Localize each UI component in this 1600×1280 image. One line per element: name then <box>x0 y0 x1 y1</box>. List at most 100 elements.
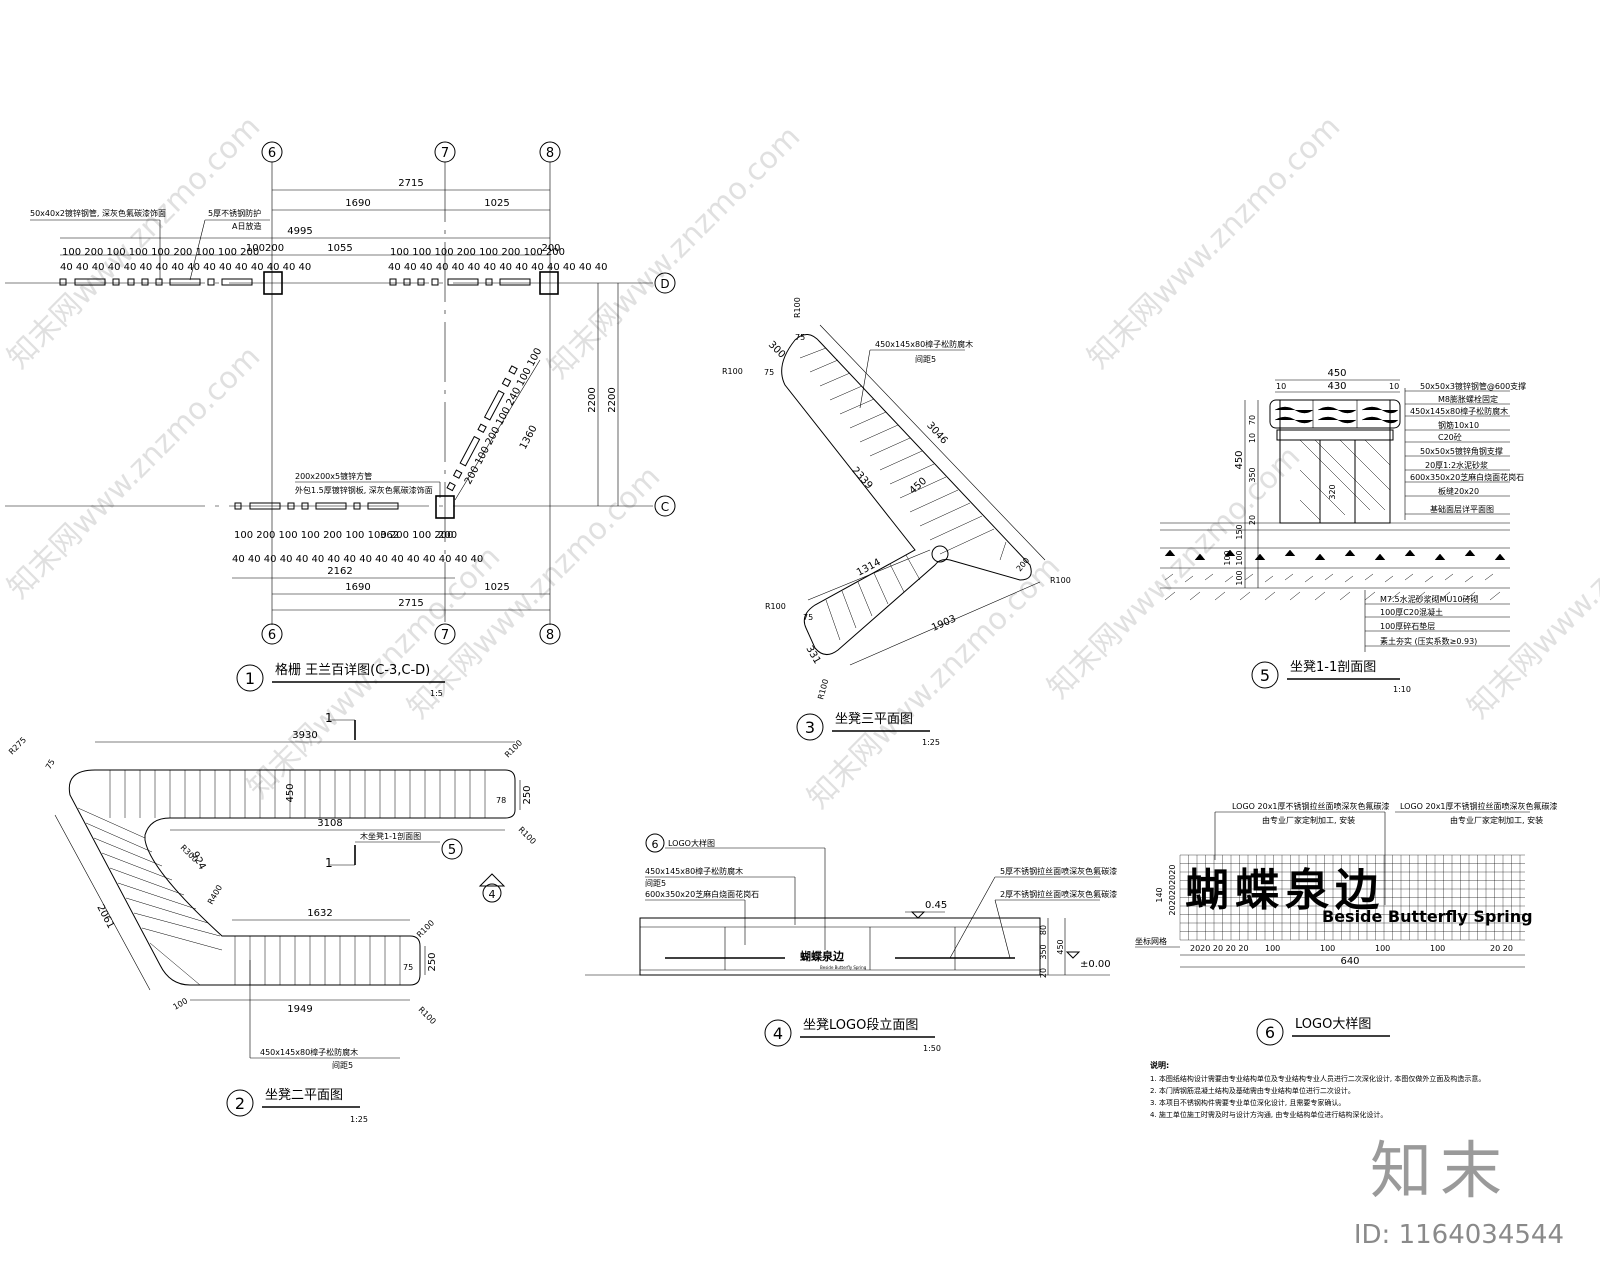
dim-text: 100200 <box>246 243 284 254</box>
dim-text: 450 <box>1327 368 1346 379</box>
note-text: 间距5 <box>915 355 936 364</box>
dim-text: 1025 <box>484 582 509 593</box>
logo-ref: 6 <box>652 838 659 851</box>
detail-5-bench-section: 450 430 10 10 70 10 350 450 20 150 100 1… <box>1160 368 1526 694</box>
dim-text: 1690 <box>345 198 370 209</box>
detail-number: 6 <box>1265 1023 1275 1042</box>
layer-label: C20砼 <box>1438 432 1462 442</box>
note-text: 2厚不锈钢拉丝面喷深灰色氟碳漆 <box>1000 889 1117 899</box>
detail-6-logo-detail: 蝴蝶泉边 Beside Butterfly Spring LOGO 20x1厚不… <box>1135 801 1558 1046</box>
grille-run-bottom <box>234 495 455 519</box>
axis-label: D <box>660 277 669 291</box>
detail-scale: 1:10 <box>1393 685 1411 694</box>
layer-label: M7.5水泥砂浆砌MU10砖砌 <box>1380 594 1479 604</box>
dim-text: 100 <box>1375 944 1390 953</box>
dim-text: 10 <box>1276 382 1286 391</box>
elevation-ref-bubble <box>482 883 502 903</box>
dim-text: 70 <box>1248 415 1257 425</box>
radius-label: R100 <box>765 602 786 611</box>
detail-number-bubble <box>226 1089 254 1117</box>
image-id: ID: 1164034544 <box>1353 1220 1564 1250</box>
dim-chain: 40 40 40 40 40 40 40 40 40 40 40 40 40 4… <box>60 262 311 273</box>
detail-number-bubble <box>1256 1018 1284 1046</box>
grid-label: 坐标网格 <box>1135 936 1167 946</box>
detail-number-bubble <box>1251 661 1279 689</box>
dim-text: 3930 <box>292 730 317 741</box>
section-ref: 5 <box>448 843 456 858</box>
dim-text: 450 <box>1234 450 1245 469</box>
dim-text: 20 20 <box>1490 944 1513 953</box>
dim-text: 450 <box>285 783 296 802</box>
axis-label: 6 <box>268 628 276 643</box>
dim-text: 331 <box>803 644 822 666</box>
notes-heading: 说明: <box>1150 1060 1169 1070</box>
dim-chain: 40 40 40 40 40 40 40 40 40 40 40 40 40 4… <box>388 262 607 273</box>
dim-text: 2200 <box>587 387 598 412</box>
small-dim: 75 <box>803 613 813 622</box>
detail-title: 坐凳二平面图 <box>265 1087 343 1103</box>
radius-label: R100 <box>503 738 524 759</box>
detail-title: 坐凳LOGO段立面图 <box>803 1017 918 1033</box>
note-text: A日放造 <box>232 221 261 231</box>
dim-text: 100 <box>1430 944 1445 953</box>
detail-title: 坐凳1-1剖面图 <box>1290 659 1376 675</box>
grille-run-top <box>59 271 559 295</box>
note-text: 600x350x20芝麻白烧面花岗石 <box>645 889 759 899</box>
detail-4-logo-elevation: 蝴蝶泉边 Beside Butterfly Spring 0.45 ±0.00 … <box>585 833 1117 1053</box>
detail-scale: 1:50 <box>923 1044 941 1053</box>
note-text: 5厚不锈钢防护 <box>208 208 261 218</box>
layer-label: 20厚1:2水泥砂浆 <box>1425 460 1488 470</box>
layer-label: 100厚碎石垫层 <box>1380 621 1435 631</box>
radius-label: R100 <box>1050 576 1071 585</box>
small-dim: 75 <box>44 758 57 771</box>
axis-label: 7 <box>441 628 449 643</box>
dim-text: 2061 <box>94 903 116 931</box>
logo-cn: 蝴蝶泉边 <box>1185 865 1385 916</box>
detail-number: 4 <box>773 1024 783 1043</box>
bench-slats <box>77 770 486 986</box>
detail-number-bubble <box>236 664 264 692</box>
small-dim: 75 <box>764 368 774 377</box>
layer-label: 50x50x5镀锌角钢支撑 <box>1420 446 1503 456</box>
dim-text: 1025 <box>484 198 509 209</box>
detail-1-grille-plan: 6 7 8 6 7 8 D C 2715 1690 1025 4995 1055… <box>5 141 676 698</box>
note-text: 间距5 <box>332 1061 353 1070</box>
dim-text: 250 <box>522 785 533 804</box>
radius-label: R100 <box>517 825 538 846</box>
layer-label: 600x350x20芝麻白烧面花岗石 <box>1410 472 1524 482</box>
detail-scale: 1:5 <box>430 689 443 698</box>
elevation-logo-en: Beside Butterfly Spring <box>820 965 867 970</box>
axis-bubble <box>261 141 283 163</box>
axis-label: 8 <box>546 628 554 643</box>
small-dim: 75 <box>795 333 805 342</box>
dim-text: 1903 <box>930 614 958 634</box>
axis-bubble <box>539 141 561 163</box>
watermark: 知末网www.znzmo.com <box>1461 459 1600 725</box>
radius-label: R400 <box>206 883 224 906</box>
axis-bubble <box>434 623 456 645</box>
small-dim: 78 <box>496 796 506 805</box>
dim-text: 20 <box>1039 968 1048 978</box>
dim-text: 3046 <box>924 420 949 446</box>
radius-label: 100 <box>172 996 190 1011</box>
general-notes: 说明: 1. 本图纸结构设计需要由专业结构单位及专业结构专业人员进行二次深化设计… <box>1150 1060 1485 1119</box>
dim-text: 10 <box>1248 433 1257 443</box>
layer-label: 素土夯实 (压实系数≥0.93) <box>1380 636 1477 646</box>
note-text: LOGO 20x1厚不锈钢拉丝面喷深灰色氟碳漆 <box>1400 801 1558 811</box>
radius-label: R100 <box>722 367 743 376</box>
dim-text: 200 <box>438 530 457 541</box>
layer-label: 板缝20x20 <box>1438 486 1479 496</box>
dim-text: 350 <box>1039 944 1048 959</box>
dim-text: 150 <box>1235 524 1244 539</box>
detail-number: 3 <box>805 718 815 737</box>
detail-scale: 1:25 <box>350 1115 368 1124</box>
watermark: 知末网www.znzmo.com <box>1081 109 1347 375</box>
dim-chain: 40 40 40 40 40 40 40 40 40 40 40 40 40 4… <box>232 554 483 565</box>
note-text: 50x40x2镀锌钢管, 深灰色氟碳漆饰面 <box>30 208 166 218</box>
dim-text: 4995 <box>287 226 312 237</box>
logo-ref-bubble <box>645 833 665 853</box>
watermark: 知末网www.znzmo.com <box>801 549 1067 815</box>
section-mark: 1 <box>325 711 333 725</box>
note-text: 由专业厂家定制加工, 安装 <box>1450 815 1543 825</box>
